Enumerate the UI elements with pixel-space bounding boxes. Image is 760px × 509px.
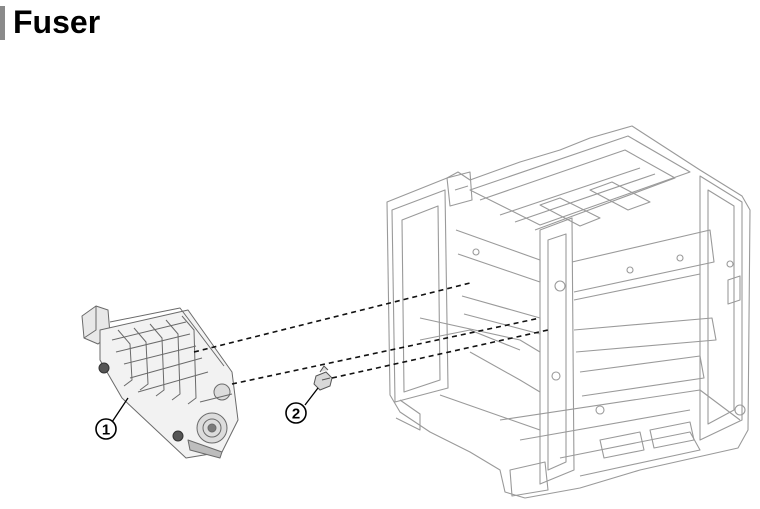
page-title: Fuser <box>13 4 101 40</box>
fuser-unit <box>81 305 239 459</box>
callout-1-leader <box>111 397 129 423</box>
callout-1: 1 <box>95 397 129 440</box>
callout-1-number: 1 <box>102 422 110 439</box>
callout-1-circle <box>95 418 117 440</box>
callout-2-circle <box>285 402 307 424</box>
callout-2: 2 <box>285 387 319 424</box>
callout-2-leader <box>304 387 319 406</box>
fuser-connector <box>313 365 333 391</box>
printer-frame <box>386 125 751 499</box>
alignment-lines <box>193 282 549 385</box>
title-accent-bar <box>0 6 5 40</box>
callout-2-number: 2 <box>292 406 300 423</box>
